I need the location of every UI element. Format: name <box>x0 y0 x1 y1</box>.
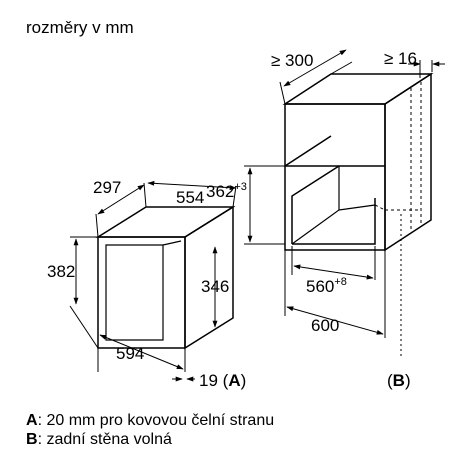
device-width-front-label: 594 <box>116 344 144 363</box>
device-height-outer-label: 382 <box>47 262 75 281</box>
device-door-edge <box>162 240 182 246</box>
footnote-b-text: : zadní stěna volná <box>37 431 172 448</box>
device-height-front-label: 346 <box>201 277 229 296</box>
cabinet-width-label: 600 <box>311 316 339 335</box>
device-depth-label: 297 <box>93 178 121 197</box>
cabinet-hidden-edges <box>374 82 422 232</box>
cabinet-drawing <box>282 72 434 252</box>
device-dimensions <box>69 180 237 382</box>
cabinet-front-frame <box>284 103 386 251</box>
niche-opening <box>291 165 340 244</box>
device-width-label: 554 <box>176 188 204 207</box>
cabinet-dimensions <box>244 49 445 358</box>
footnote-a-text: : 20 mm pro kovovou čelní stranu <box>37 412 275 429</box>
cabinet-right-face <box>384 72 432 252</box>
footnotes: A: 20 mm pro kovovou čelní stranu B: zad… <box>26 411 274 449</box>
cabinet-depth-label: ≥ 300 <box>271 51 313 70</box>
cabinet-gap-label: ≥ 16 <box>384 49 417 68</box>
niche-height-label: 362+3 <box>206 181 247 201</box>
device-protrusion-label: 19 (A) <box>199 371 246 390</box>
device-front-face <box>97 236 186 349</box>
cabinet-marker-label: (B) <box>387 371 411 390</box>
footnote-a-key: A <box>26 412 38 429</box>
niche-width-label: 560+8 <box>306 276 347 296</box>
device-top-face <box>95 206 236 238</box>
device-door-frame <box>105 244 164 341</box>
page-title: rozměry v mm <box>26 18 134 37</box>
footnote-a: A: 20 mm pro kovovou čelní stranu <box>26 411 274 430</box>
footnote-b: B: zadní stěna volná <box>26 430 274 449</box>
footnote-b-key: B <box>26 431 38 448</box>
